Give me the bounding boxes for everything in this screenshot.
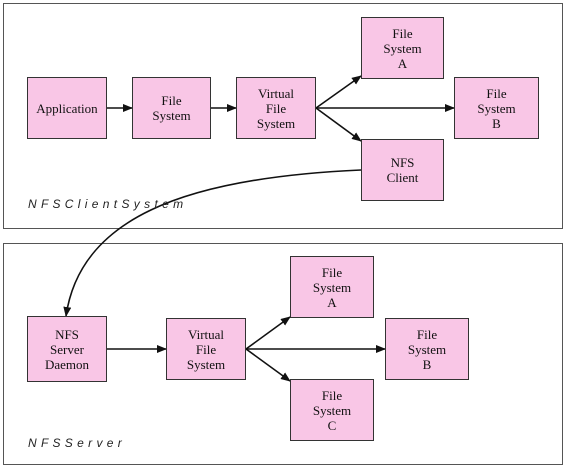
nfs-client-system-label: N F S C l i e n t S y s t e m — [28, 197, 184, 211]
edge-vfs-to-nfsclient — [315, 107, 362, 142]
nfs-client-box: NFS Client — [361, 139, 444, 201]
server-file-system-c-box: File System C — [290, 379, 374, 441]
file-system-b-box: File System B — [454, 77, 539, 139]
virtual-file-system-box: Virtual File System — [236, 77, 316, 139]
edge-vfs-to-fsa — [315, 75, 362, 109]
application-box: Application — [27, 77, 107, 139]
edge-svfs-to-fsc — [245, 348, 291, 382]
server-file-system-b-box: File System B — [385, 318, 469, 380]
nfs-server-daemon-box: NFS Server Daemon — [27, 316, 107, 382]
file-system-box: File System — [132, 77, 211, 139]
file-system-a-box: File System A — [361, 17, 444, 79]
edge-nfsclient-to-daemon — [63, 169, 362, 317]
server-file-system-a-box: File System A — [290, 256, 374, 318]
server-virtual-file-system-box: Virtual File System — [166, 318, 246, 380]
edge-svfs-to-fsa — [245, 316, 291, 350]
nfs-server-label: N F S S e r v e r — [28, 436, 123, 450]
